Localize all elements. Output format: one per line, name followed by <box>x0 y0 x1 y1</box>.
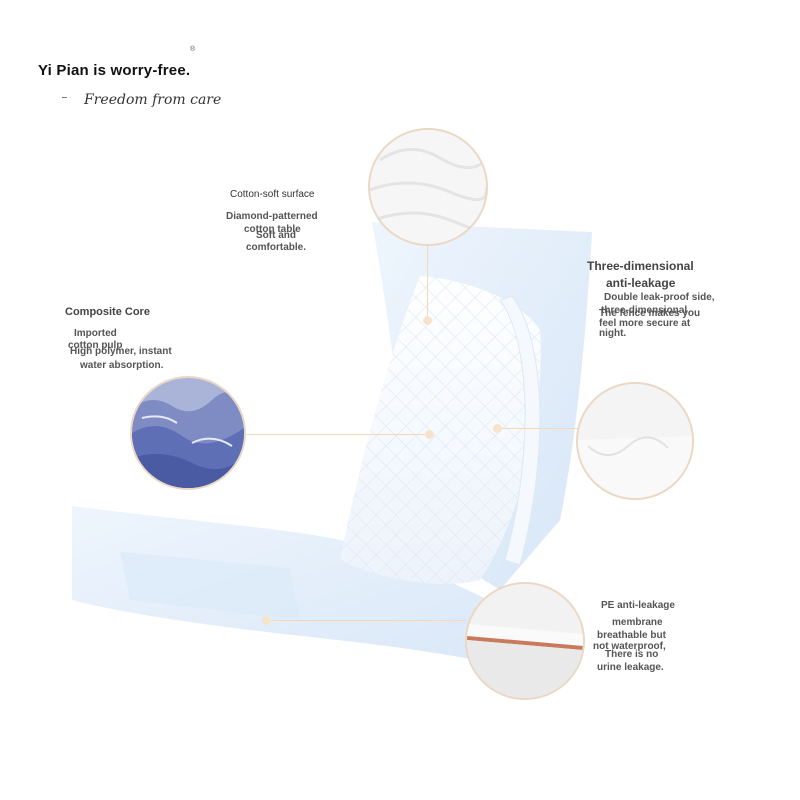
left-callout-line <box>246 434 426 435</box>
top-callout-title: Cotton-soft surface <box>230 189 315 200</box>
left-callout-dot <box>425 430 434 439</box>
tagline: Freedom from care <box>84 92 222 108</box>
right-callout-line1: Double leak-proof side, <box>604 292 715 303</box>
pad-bottom-flap <box>72 506 580 680</box>
right-callout-line <box>498 428 578 429</box>
left-callout-line4: water absorption. <box>80 360 164 371</box>
top-callout-dot <box>423 316 432 325</box>
diamond-pattern <box>340 276 541 584</box>
leak-guard-texture-icon <box>578 384 692 498</box>
right-callout-title-line2: anti-leakage <box>606 276 676 290</box>
bottom-callout-line2: not waterproof, <box>593 641 666 652</box>
top-callout-line1: Diamond-patterned <box>226 211 318 222</box>
tagline-dash <box>62 97 67 98</box>
right-callout-line5: night. <box>599 328 627 339</box>
right-callout-dot <box>493 424 502 433</box>
left-callout-line1: Imported <box>74 328 117 339</box>
leakguard-closeup-circle <box>576 382 694 500</box>
surface-closeup-circle <box>368 128 488 246</box>
bottom-callout-line <box>270 620 466 621</box>
bottom-callout-line1: breathable but <box>597 630 666 641</box>
left-callout-line3: High polymer, instant <box>70 346 172 357</box>
membrane-layer-icon <box>467 584 583 698</box>
core-closeup-circle <box>130 376 246 490</box>
top-callout-line4: comfortable. <box>246 242 307 253</box>
registered-mark: ® <box>190 46 196 53</box>
top-callout-line3: Soft and <box>256 230 296 241</box>
top-callout-line <box>427 246 428 320</box>
left-callout-title: Composite Core <box>65 306 150 318</box>
membrane-closeup-circle <box>465 582 585 700</box>
right-callout-line4: feel more secure at <box>599 318 691 329</box>
right-callout-line2: three-dimensional <box>601 305 688 316</box>
bottom-callout-dot <box>262 616 271 625</box>
brand-title: Yi Pian is worry-free. <box>38 62 191 79</box>
bottom-callout-title-line2: membrane <box>612 617 663 628</box>
left-callout-line2: cotton pulp <box>68 340 123 351</box>
pad-adhesive-strip <box>120 552 300 620</box>
top-callout-line2: cotton table <box>244 224 301 235</box>
bottom-callout-title-line1: PE anti-leakage <box>601 600 675 611</box>
right-callout-line3: The fence makes you <box>599 308 701 319</box>
right-callout-title-line1: Three-dimensional <box>587 259 694 273</box>
leak-guard <box>499 295 541 566</box>
absorbent-core-icon <box>132 378 244 488</box>
bottom-callout-line4: urine leakage. <box>597 662 664 673</box>
bottom-callout-line3: There is no <box>605 649 659 660</box>
surface-texture-icon <box>370 130 486 244</box>
